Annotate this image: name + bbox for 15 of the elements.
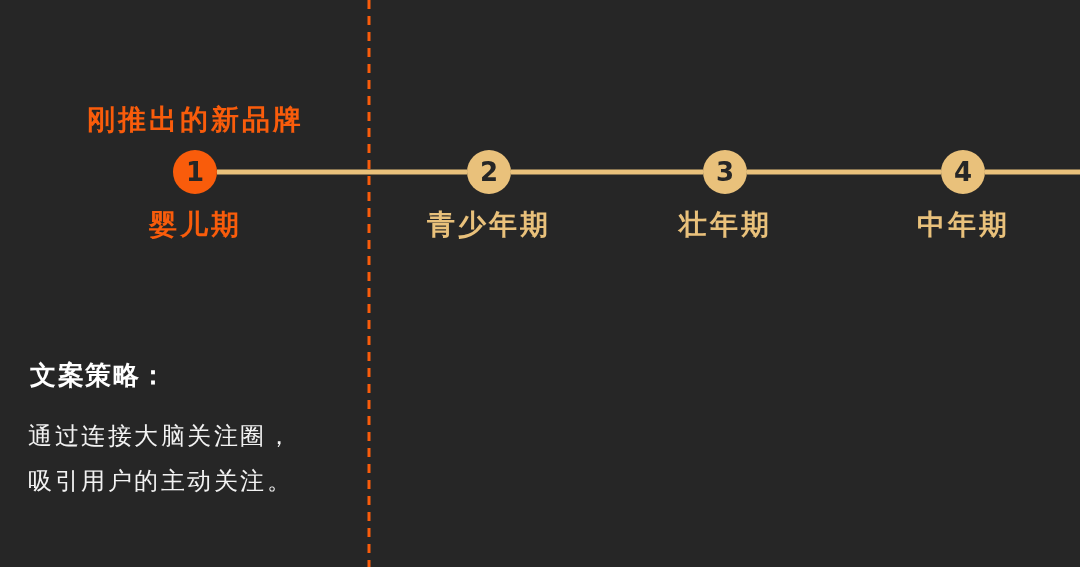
timeline-connector (217, 169, 467, 175)
stage-note: 刚推出的新品牌 (86, 103, 304, 137)
timeline-connector (747, 169, 941, 175)
step-circle: 2 (467, 150, 511, 194)
strategy-heading: 文案策略： (30, 359, 168, 391)
step-circle: 4 (941, 150, 985, 194)
stage-label: 中年期 (916, 208, 1010, 242)
timeline-connector (511, 169, 703, 175)
timeline-connector (985, 169, 1080, 175)
stage-label: 青少年期 (427, 208, 551, 242)
step-circle: 3 (703, 150, 747, 194)
step-circle: 1 (173, 150, 217, 194)
stage-label: 壮年期 (678, 208, 772, 242)
stage-label: 婴儿期 (148, 208, 242, 242)
strategy-text: 通过连接大脑关注圈，吸引用户的主动关注。 (28, 421, 294, 497)
